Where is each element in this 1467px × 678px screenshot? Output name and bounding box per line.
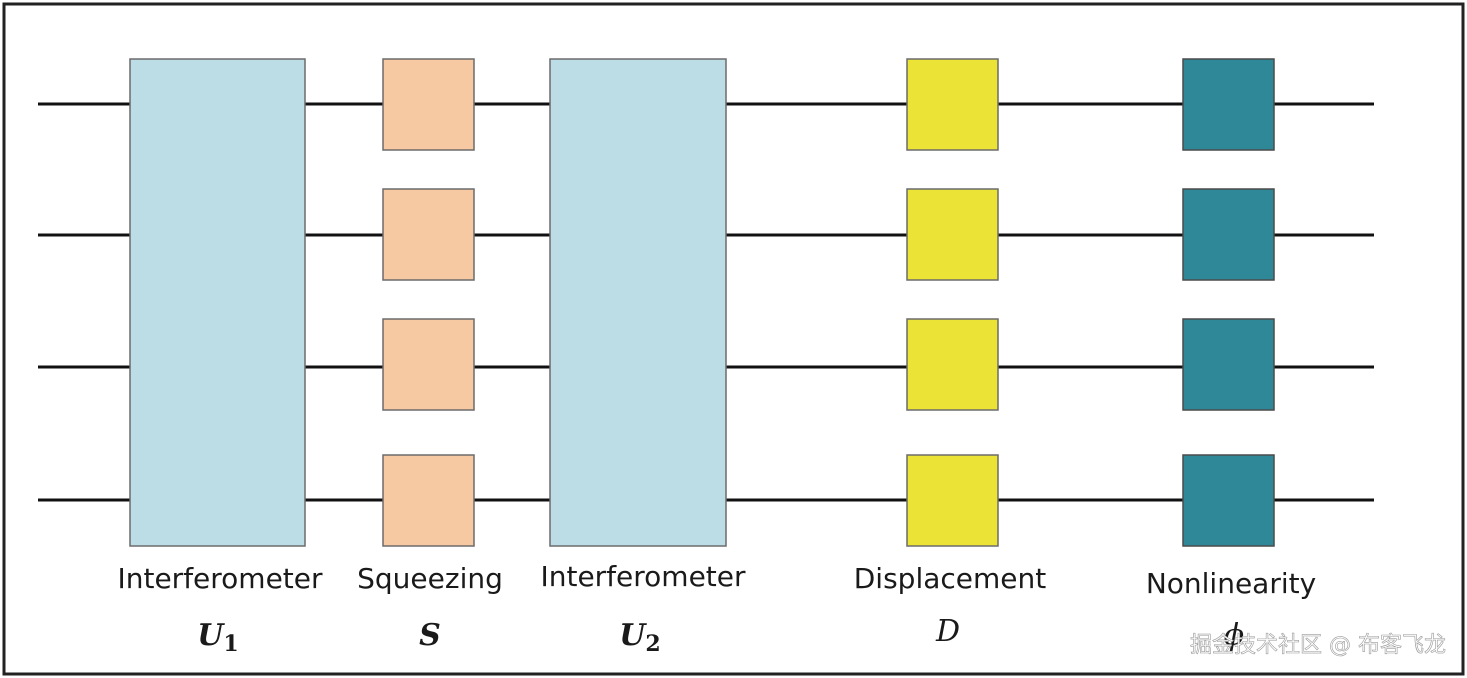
stage-label-phi: Nonlinearity — [1146, 567, 1316, 600]
interferometer-u2-block — [549, 58, 727, 547]
symbol-subscript: 1 — [223, 631, 238, 657]
watermark-text: 掘金技术社区 @ 布客飞龙 — [1190, 633, 1446, 658]
stage-label-s: Squeezing — [357, 562, 503, 595]
stage-symbol-s: S — [419, 618, 441, 653]
squeezing-gate — [382, 454, 475, 547]
stage-symbol-d: D — [935, 614, 960, 649]
nonlinearity-gate — [1182, 454, 1275, 547]
symbol-subscript: 2 — [645, 631, 660, 657]
displacement-gate — [906, 454, 999, 547]
displacement-gate — [906, 58, 999, 151]
squeezing-gate — [382, 188, 475, 281]
stage-label-u2: Interferometer — [540, 560, 746, 593]
stage-symbol-u1: U1 — [197, 618, 238, 657]
squeezing-gate — [382, 58, 475, 151]
stage-label-d: Displacement — [854, 562, 1047, 595]
squeezing-gates — [382, 58, 475, 547]
nonlinearity-gate — [1182, 58, 1275, 151]
squeezing-gate — [382, 318, 475, 411]
displacement-gate — [906, 188, 999, 281]
stage-label-u1: Interferometer — [117, 562, 323, 595]
symbol-main: U — [197, 618, 225, 653]
stage-symbol-phi: ϕ — [1224, 618, 1244, 653]
displacement-gate — [906, 318, 999, 411]
symbol-main: U — [619, 618, 647, 653]
nonlinearity-gate — [1182, 188, 1275, 281]
interferometer-u1-block — [129, 58, 306, 547]
displacement-gates — [906, 58, 999, 547]
nonlinearity-gates — [1182, 58, 1275, 547]
stage-symbol-u2: U2 — [619, 618, 660, 657]
nonlinearity-gate — [1182, 318, 1275, 411]
